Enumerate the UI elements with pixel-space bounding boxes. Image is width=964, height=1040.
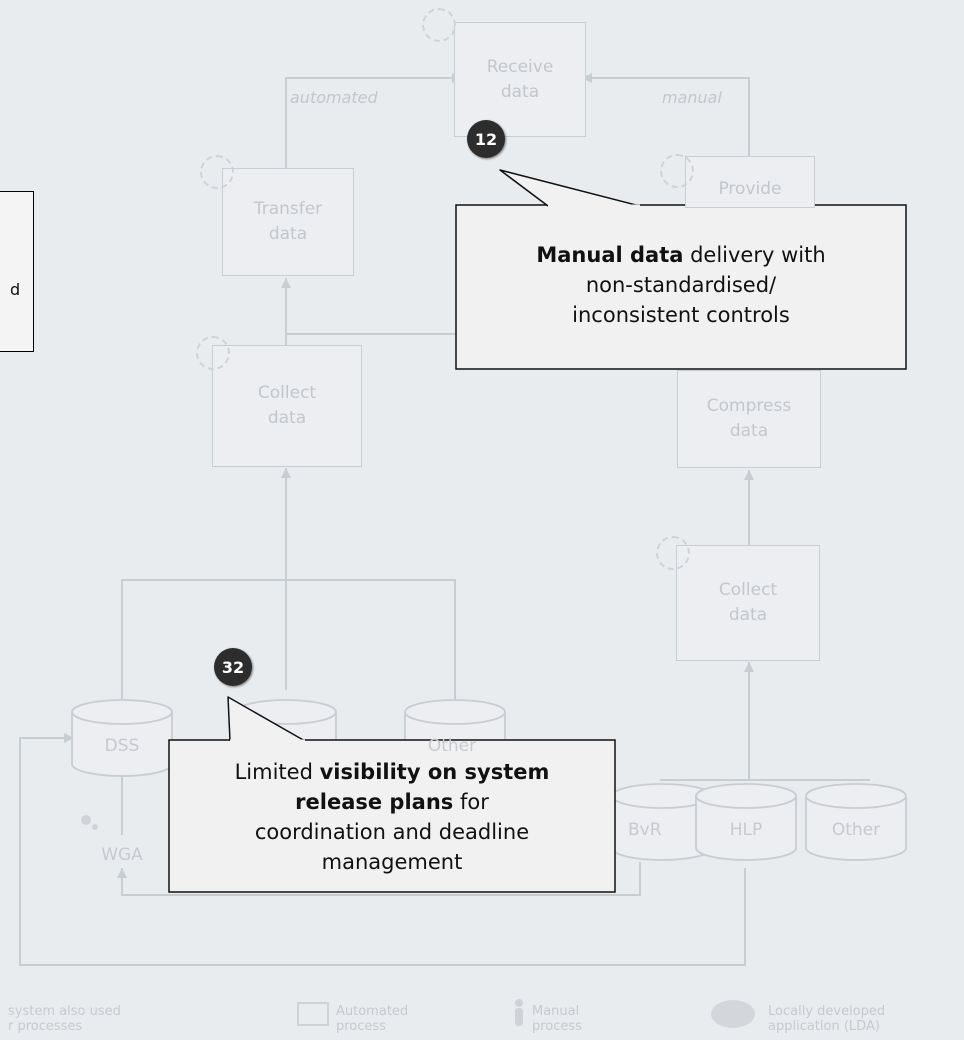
- left-box-text-fragment: d: [10, 280, 21, 299]
- left-partial-box: d: [0, 191, 34, 352]
- step-marker-collect-left: [196, 336, 230, 370]
- step-marker-collect-right: [656, 536, 690, 570]
- db-label-other-right: Other: [831, 820, 881, 840]
- step-marker-transfer: [200, 155, 234, 189]
- db-label-other-left: Other: [427, 736, 477, 756]
- db-label-dss: DSS: [104, 736, 140, 756]
- db-label-wga: WGA: [101, 845, 143, 865]
- db-label-bvr: BvR: [628, 820, 662, 840]
- db-other-right-shape: [805, 796, 907, 861]
- process-provide: Provide: [685, 156, 815, 208]
- db-label-hlp: HLP: [729, 820, 763, 840]
- callout-badge-12: 12: [467, 120, 505, 158]
- callout-32-text: Limited visibility on system release pla…: [234, 760, 550, 874]
- flow-label-manual: manual: [662, 88, 722, 107]
- callout-badge-32: 32: [214, 648, 252, 686]
- callout-32-shape: [168, 739, 616, 893]
- db-hlp-shape: [695, 796, 797, 861]
- callout-12-text: Manual data delivery with non-standardis…: [536, 243, 826, 327]
- step-marker-provide: [660, 154, 694, 188]
- step-marker-receive: [422, 8, 456, 42]
- flow-label-automated: automated: [290, 88, 378, 107]
